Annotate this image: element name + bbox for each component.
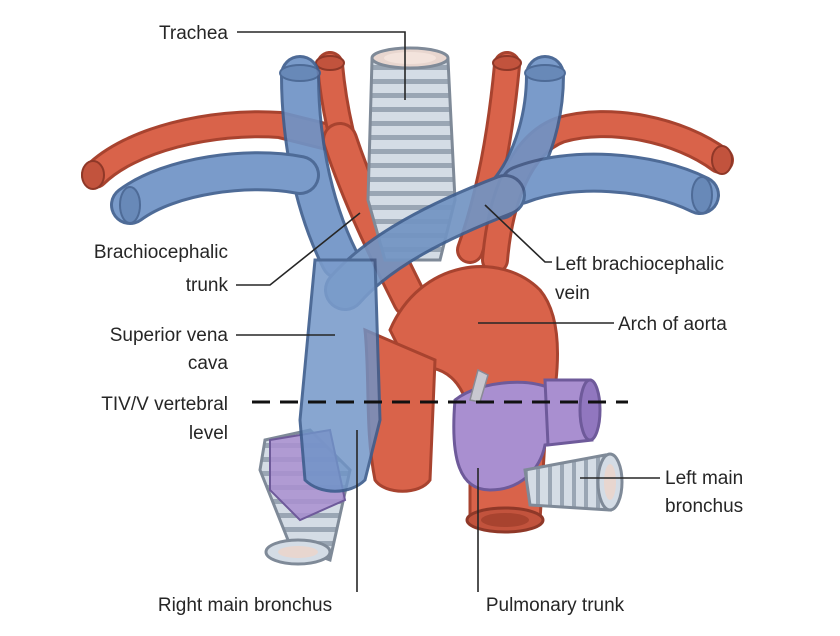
labels: Trachea Brachiocephalic trunk Superior v… <box>94 23 743 616</box>
label-left-brachiocephalic-vein-line1: Left brachiocephalic <box>555 254 724 275</box>
right-subclavian-opening <box>81 160 105 190</box>
label-brachiocephalic-trunk-line1: Brachiocephalic <box>94 242 228 263</box>
label-right-main-bronchus: Right main bronchus <box>158 595 332 616</box>
leader-trachea <box>237 31 406 100</box>
label-trachea: Trachea <box>159 23 228 44</box>
label-vertebral-level-line1: TIV/V vertebral <box>101 394 228 415</box>
label-pulmonary-trunk: Pulmonary trunk <box>486 595 625 616</box>
label-superior-vena-cava-line2: cava <box>188 353 229 374</box>
label-superior-vena-cava-line1: Superior vena <box>110 325 229 346</box>
label-arch-of-aorta: Arch of aorta <box>618 314 727 335</box>
label-vertebral-level-line2: level <box>189 423 228 444</box>
leader-left-brachiocephalic-vein <box>484 204 552 263</box>
label-left-brachiocephalic-vein-line2: vein <box>555 283 590 304</box>
leader-brachiocephalic-trunk <box>236 212 361 286</box>
leader-lines <box>236 31 660 592</box>
veins <box>110 55 720 493</box>
label-left-main-bronchus-line1: Left main <box>665 468 743 489</box>
superior-vena-cava <box>298 258 382 493</box>
label-brachiocephalic-trunk-line2: trunk <box>186 275 229 296</box>
left-main-bronchus <box>523 452 624 512</box>
label-left-main-bronchus-line2: bronchus <box>665 496 743 517</box>
